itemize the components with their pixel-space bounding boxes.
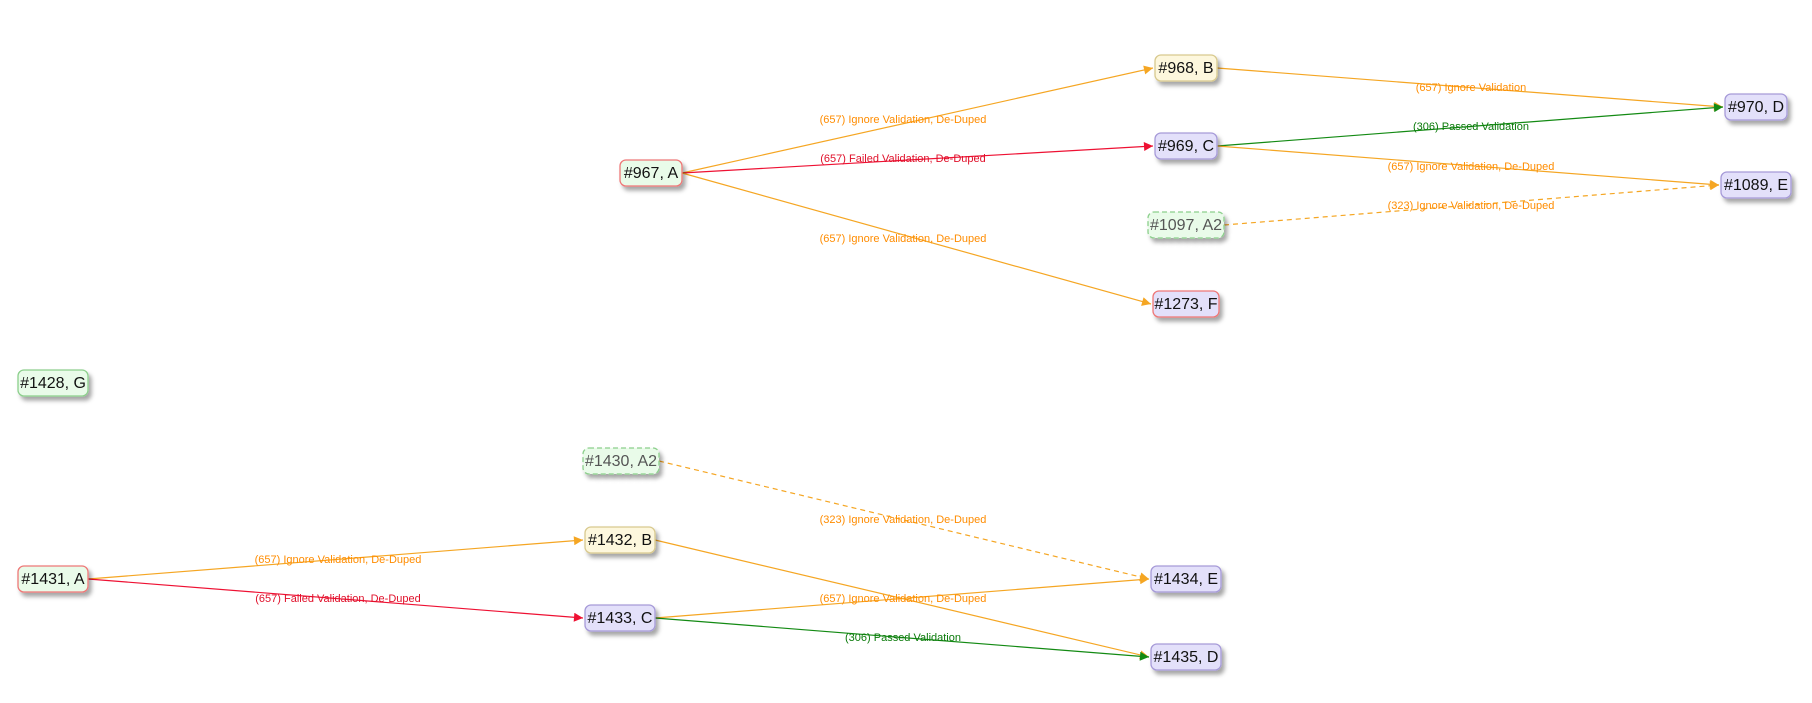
node-box <box>1154 54 1218 82</box>
edge-labels-layer: (657) Ignore Validation, De-Duped (657) F… <box>255 82 1555 644</box>
node-box <box>584 604 656 632</box>
node-n968[interactable]: #968, B <box>1154 54 1218 82</box>
node-box <box>619 159 683 187</box>
node-box <box>17 565 89 593</box>
node-n969[interactable]: #969, C <box>1154 132 1218 160</box>
node-box <box>582 447 660 475</box>
node-label: #1434, E <box>1154 571 1218 588</box>
node-n1432[interactable]: #1432, B <box>584 526 656 554</box>
node-box <box>1150 565 1222 593</box>
node-n1428[interactable]: #1428, G <box>17 369 89 397</box>
edge-label: (657) Ignore Validation, De-Duped <box>255 554 422 566</box>
node-label: #970, D <box>1728 99 1784 116</box>
node-label: #1428, G <box>20 375 86 392</box>
node-label: #1097, A2 <box>1150 217 1222 234</box>
node-box <box>1147 211 1225 239</box>
node-label: #969, C <box>1158 138 1214 155</box>
node-label: #1273, F <box>1154 296 1217 313</box>
edge-label: (657) Failed Validation, De-Duped <box>820 153 986 165</box>
node-n1089[interactable]: #1089, E <box>1720 171 1792 199</box>
edges-layer <box>87 65 1724 661</box>
edge-label: (657) Ignore Validation, De-Duped <box>820 114 987 126</box>
node-box <box>1724 93 1788 121</box>
node-label: #1432, B <box>588 532 652 549</box>
node-n1431[interactable]: #1431, A <box>17 565 89 593</box>
node-label: #1430, A2 <box>585 453 657 470</box>
edge-n1433-n1434 <box>654 575 1150 619</box>
edge-label: (306) Passed Validation <box>1413 121 1529 133</box>
nodes-layer: #967, A #968, B #969, C #970, D #1089, E #109… <box>17 54 1792 671</box>
node-n970[interactable]: #970, D <box>1724 93 1788 121</box>
edge-label: (323) Ignore Validation, De-Duped <box>820 514 987 526</box>
edge-n1433-n1435 <box>654 617 1150 661</box>
node-n1273[interactable]: #1273, F <box>1152 290 1220 318</box>
node-n1097[interactable]: #1097, A2 <box>1147 211 1225 239</box>
node-n1435[interactable]: #1435, D <box>1150 643 1222 671</box>
edge-label: (306) Passed Validation <box>845 632 961 644</box>
node-n1430[interactable]: #1430, A2 <box>582 447 660 475</box>
edge-n967-n1273 <box>681 172 1152 306</box>
edge-n1097-n1089 <box>1223 181 1720 226</box>
edge-n1430-n1434 <box>658 460 1150 582</box>
node-label: #1433, C <box>588 610 653 627</box>
node-label: #967, A <box>624 165 679 182</box>
edge-n969-n1089 <box>1216 145 1720 189</box>
edge-n967-n969 <box>681 142 1154 174</box>
node-label: #1431, A <box>21 571 85 588</box>
node-box <box>1150 643 1222 671</box>
edge-label: (657) Ignore Validation, De-Duped <box>1388 161 1555 173</box>
node-n967[interactable]: #967, A <box>619 159 683 187</box>
edge-n968-n970 <box>1216 67 1724 111</box>
node-label: #1089, E <box>1724 177 1788 194</box>
node-n1433[interactable]: #1433, C <box>584 604 656 632</box>
node-box <box>1720 171 1792 199</box>
edge-n967-n968 <box>681 65 1154 174</box>
edge-n969-n970 <box>1216 103 1724 147</box>
edge-n1431-n1432 <box>87 536 584 580</box>
node-box <box>1154 132 1218 160</box>
edge-label: (657) Ignore Validation <box>1416 82 1526 94</box>
node-box <box>17 369 89 397</box>
edge-label: (657) Failed Validation, De-Duped <box>255 593 421 605</box>
edge-label: (657) Ignore Validation, De-Duped <box>820 593 987 605</box>
edge-label: (657) Ignore Validation, De-Duped <box>820 233 987 245</box>
node-label: #968, B <box>1158 60 1213 77</box>
node-box <box>584 526 656 554</box>
node-label: #1435, D <box>1154 649 1219 666</box>
edge-label: (323) Ignore Validation, De-Duped <box>1388 200 1555 212</box>
node-box <box>1152 290 1220 318</box>
node-n1434[interactable]: #1434, E <box>1150 565 1222 593</box>
edge-n1431-n1433 <box>87 578 584 622</box>
